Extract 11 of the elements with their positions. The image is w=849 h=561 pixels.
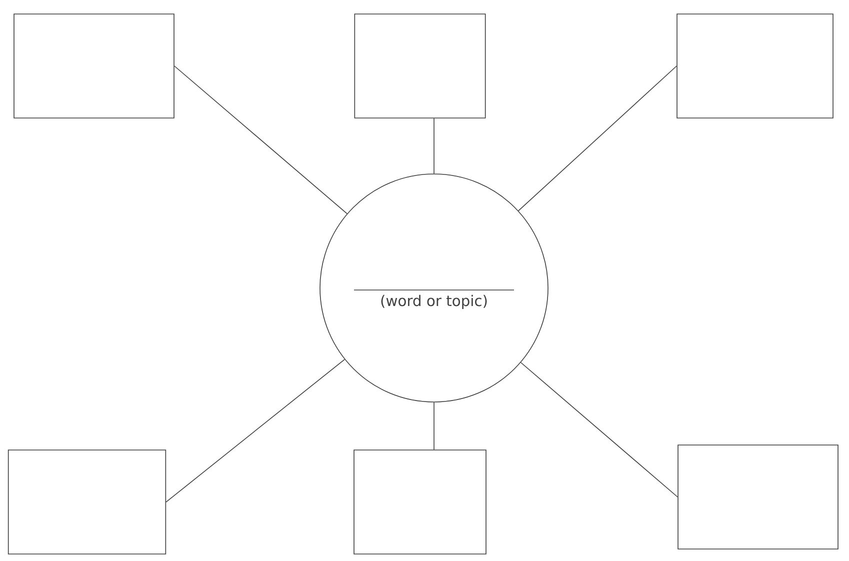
connector-line	[520, 362, 678, 498]
blank-box	[678, 444, 838, 550]
blank-box	[354, 450, 486, 554]
blank-box	[8, 450, 166, 554]
connector-line	[174, 66, 348, 214]
connector-line	[166, 359, 346, 502]
connector-line	[518, 66, 677, 212]
blank-box	[14, 14, 174, 118]
blank-box	[676, 14, 834, 118]
blank-box	[354, 14, 486, 118]
topic-label: (word or topic)	[381, 294, 487, 310]
